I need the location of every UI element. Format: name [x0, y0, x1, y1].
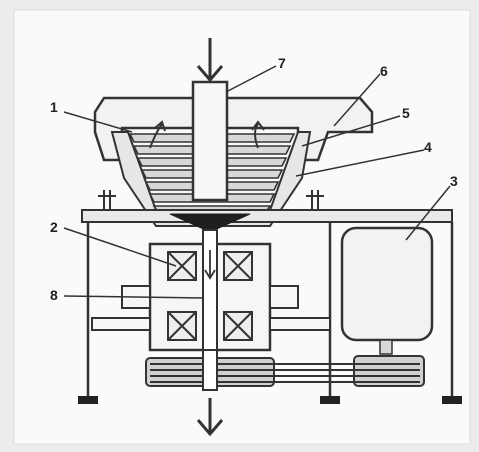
frame-top-plate [81, 209, 453, 223]
discharge-arrow-left-icon [149, 120, 166, 149]
leader-lines [63, 65, 451, 299]
motor-shaft [379, 339, 393, 355]
frame-legs [86, 222, 454, 398]
feed-pipe [191, 80, 229, 202]
spindle-flow-arrow-icon [204, 250, 216, 280]
label-2: 2 [50, 219, 58, 235]
label-1: 1 [50, 99, 58, 115]
label-8: 8 [50, 287, 58, 303]
label-3: 3 [450, 173, 458, 189]
label-6: 6 [380, 63, 388, 79]
frame-feet [78, 396, 462, 404]
discharge-arrow-right-icon [251, 120, 265, 149]
motor [340, 226, 434, 342]
bowl-brackets [98, 190, 324, 212]
spindle-lower [202, 349, 218, 391]
inlet-arrow-icon [196, 38, 224, 83]
label-5: 5 [402, 105, 410, 121]
bearings [167, 251, 253, 341]
label-7: 7 [278, 55, 286, 71]
belt-drive [145, 355, 425, 387]
label-4: 4 [424, 139, 432, 155]
outlet-arrow-icon [196, 398, 224, 437]
distributor-cone [169, 213, 251, 233]
